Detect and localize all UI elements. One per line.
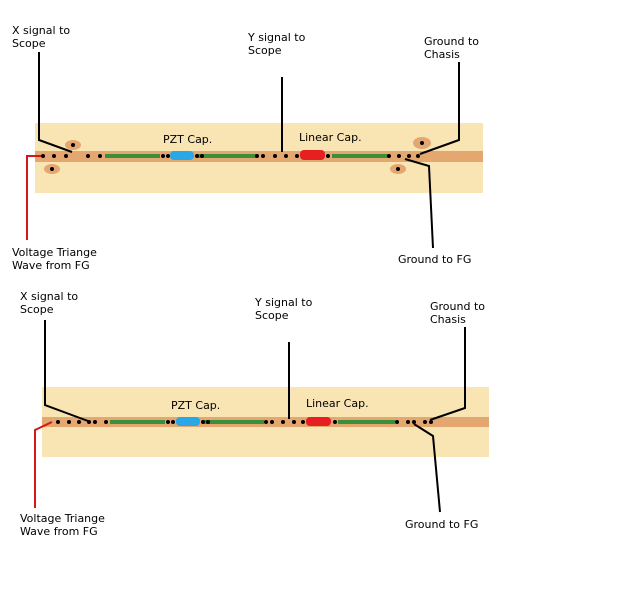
x-signal-wire <box>38 52 73 153</box>
ground-chasis-label: Ground to Chasis <box>430 300 485 326</box>
ground-fg-label: Ground to FG <box>405 518 479 531</box>
ground-fg-label: Ground to FG <box>398 253 472 266</box>
ground-fg-wire <box>404 158 434 249</box>
resistor <box>338 420 395 424</box>
chasis-wire <box>419 62 460 155</box>
resistor <box>197 154 257 158</box>
bottom-connection-dots <box>56 420 433 424</box>
pzt-capacitor <box>170 151 194 160</box>
linear-cap-label: Linear Cap. <box>306 397 369 410</box>
y-signal-label: Y signal to Scope <box>248 31 306 57</box>
voltage-wire <box>34 421 53 508</box>
pzt-cap-label: PZT Cap. <box>171 399 221 412</box>
x-signal-label: X signal to Scope <box>12 24 71 50</box>
voltage-label: Voltage Triange Wave from FG <box>20 512 105 538</box>
x-signal-label: X signal to Scope <box>20 290 79 316</box>
resistor <box>204 420 264 424</box>
ground-fg-wire <box>413 423 441 513</box>
pzt-cap-label: PZT Cap. <box>163 133 213 146</box>
resistor <box>105 154 160 158</box>
resistor <box>110 420 165 424</box>
top-trace <box>35 151 483 162</box>
linear-capacitor <box>306 417 331 426</box>
linear-cap-label: Linear Cap. <box>299 131 362 144</box>
x-signal-wire <box>44 320 89 422</box>
y-signal-label: Y signal to Scope <box>255 296 313 322</box>
top-circuit <box>26 52 483 249</box>
linear-capacitor <box>300 150 325 160</box>
bottom-circuit <box>34 320 489 513</box>
resistor <box>332 154 388 158</box>
top-connection-dots <box>41 141 424 171</box>
chasis-wire <box>429 327 466 421</box>
voltage-wire <box>26 155 44 240</box>
ground-chasis-label: Ground to Chasis <box>424 35 479 61</box>
pzt-capacitor <box>176 417 200 426</box>
voltage-label: Voltage Triange Wave from FG <box>12 246 97 272</box>
